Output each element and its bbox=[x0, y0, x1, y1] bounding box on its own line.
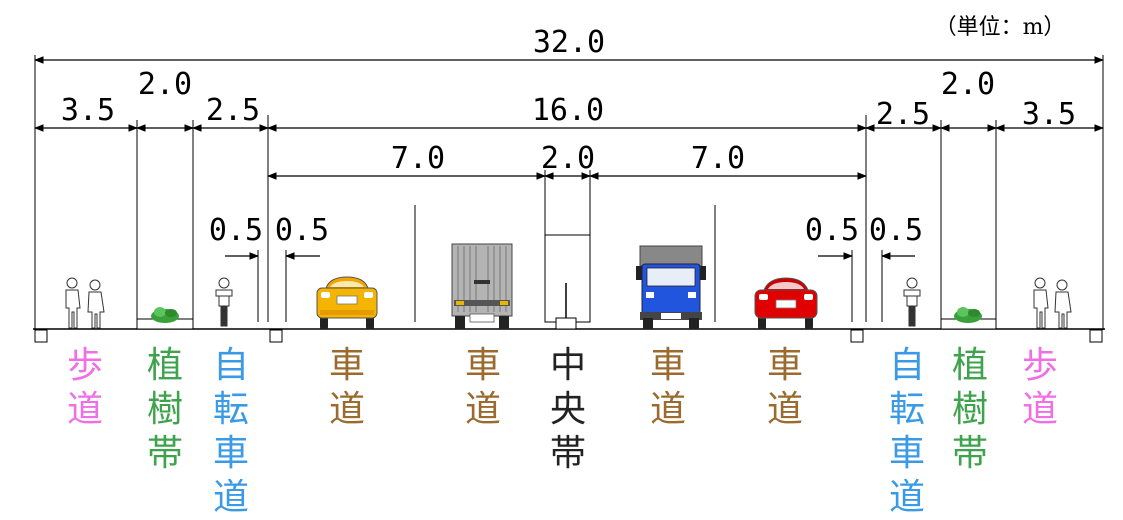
zone-label-char: 自 bbox=[888, 345, 925, 386]
zone-label-char: 中 bbox=[549, 345, 586, 386]
dim-carriageway: 16.0 bbox=[532, 93, 604, 128]
zone-label-lane-3: 車道 bbox=[643, 344, 693, 432]
zone-label-char: 道 bbox=[464, 389, 501, 430]
zone-label-char: 車 bbox=[464, 345, 501, 386]
zone-label-planting-right: 植樹帯 bbox=[945, 344, 995, 476]
zone-label-char: 道 bbox=[766, 389, 803, 430]
zone-label-bike-right: 自転車道 bbox=[882, 344, 932, 520]
dim-margin-right-a: 0.5 bbox=[805, 213, 859, 248]
car-icon bbox=[316, 276, 378, 329]
zone-label-char: 車 bbox=[328, 345, 365, 386]
zone-label-char: 車 bbox=[766, 345, 803, 386]
zone-label-char: 歩 bbox=[66, 345, 103, 386]
dim-bike-left: 2.5 bbox=[206, 93, 260, 128]
zone-label-char: 転 bbox=[212, 389, 249, 430]
median-post bbox=[555, 283, 577, 330]
zone-label-char: 車 bbox=[212, 433, 249, 474]
pedestrians-icon bbox=[1033, 277, 1072, 329]
cyclist-icon bbox=[903, 277, 921, 327]
zone-label-char: 帯 bbox=[146, 433, 183, 474]
dim-lane-right: 7.0 bbox=[691, 141, 745, 176]
zone-label-median: 中央帯 bbox=[543, 344, 593, 476]
zone-label-char: 車 bbox=[888, 433, 925, 474]
truck-icon bbox=[451, 243, 513, 329]
zone-label-char: 道 bbox=[888, 477, 925, 518]
zone-label-sidewalk-left: 歩道 bbox=[60, 344, 110, 432]
dim-median: 2.0 bbox=[541, 141, 595, 176]
dim-margin-left-a: 0.5 bbox=[209, 213, 263, 248]
zone-label-char: 植 bbox=[146, 345, 183, 386]
zone-label-char: 帯 bbox=[951, 433, 988, 474]
car-icon bbox=[754, 277, 818, 329]
dim-margin-left-b: 0.5 bbox=[275, 213, 329, 248]
zone-label-char: 樹 bbox=[146, 389, 183, 430]
zone-label-char: 道 bbox=[66, 389, 103, 430]
zone-label-lane-1: 車道 bbox=[322, 344, 372, 432]
cyclist-icon bbox=[215, 277, 233, 327]
pedestrians-icon bbox=[65, 277, 105, 329]
zone-label-char: 歩 bbox=[1021, 345, 1058, 386]
zone-label-char: 帯 bbox=[549, 433, 586, 474]
planter-icon bbox=[940, 307, 997, 330]
zone-label-char: 車 bbox=[649, 345, 686, 386]
zone-label-char: 転 bbox=[888, 389, 925, 430]
road-surface bbox=[33, 328, 1105, 343]
zone-label-char: 道 bbox=[328, 389, 365, 430]
zone-label-bike-left: 自転車道 bbox=[206, 344, 256, 520]
planter-icon bbox=[136, 307, 194, 330]
zone-label-sidewalk-right: 歩道 bbox=[1015, 344, 1065, 432]
dim-sidewalk-left: 3.5 bbox=[61, 93, 115, 128]
dimension-lines bbox=[34, 56, 1104, 260]
zone-label-char: 道 bbox=[1021, 389, 1058, 430]
median-outline bbox=[544, 234, 591, 323]
zone-label-char: 道 bbox=[649, 389, 686, 430]
zone-label-char: 樹 bbox=[951, 389, 988, 430]
dim-sidewalk-right: 3.5 bbox=[1022, 97, 1076, 132]
dim-margin-right-b: 0.5 bbox=[869, 213, 923, 248]
dim-total: 32.0 bbox=[533, 25, 605, 60]
dim-planting-right: 2.0 bbox=[941, 67, 995, 102]
zone-label-char: 植 bbox=[951, 345, 988, 386]
unit-note: （単位：m） bbox=[935, 15, 1066, 40]
dim-lane-left: 7.0 bbox=[391, 141, 445, 176]
truck-icon bbox=[636, 245, 706, 329]
zone-label-char: 央 bbox=[549, 389, 586, 430]
zone-label-char: 自 bbox=[212, 345, 249, 386]
zone-label-planting-left: 植樹帯 bbox=[140, 344, 190, 476]
zone-label-char: 道 bbox=[212, 477, 249, 518]
zone-label-lane-2: 車道 bbox=[458, 344, 508, 432]
zone-label-lane-4: 車道 bbox=[760, 344, 810, 432]
dim-planting-left: 2.0 bbox=[138, 67, 192, 102]
dim-bike-right: 2.5 bbox=[876, 97, 930, 132]
